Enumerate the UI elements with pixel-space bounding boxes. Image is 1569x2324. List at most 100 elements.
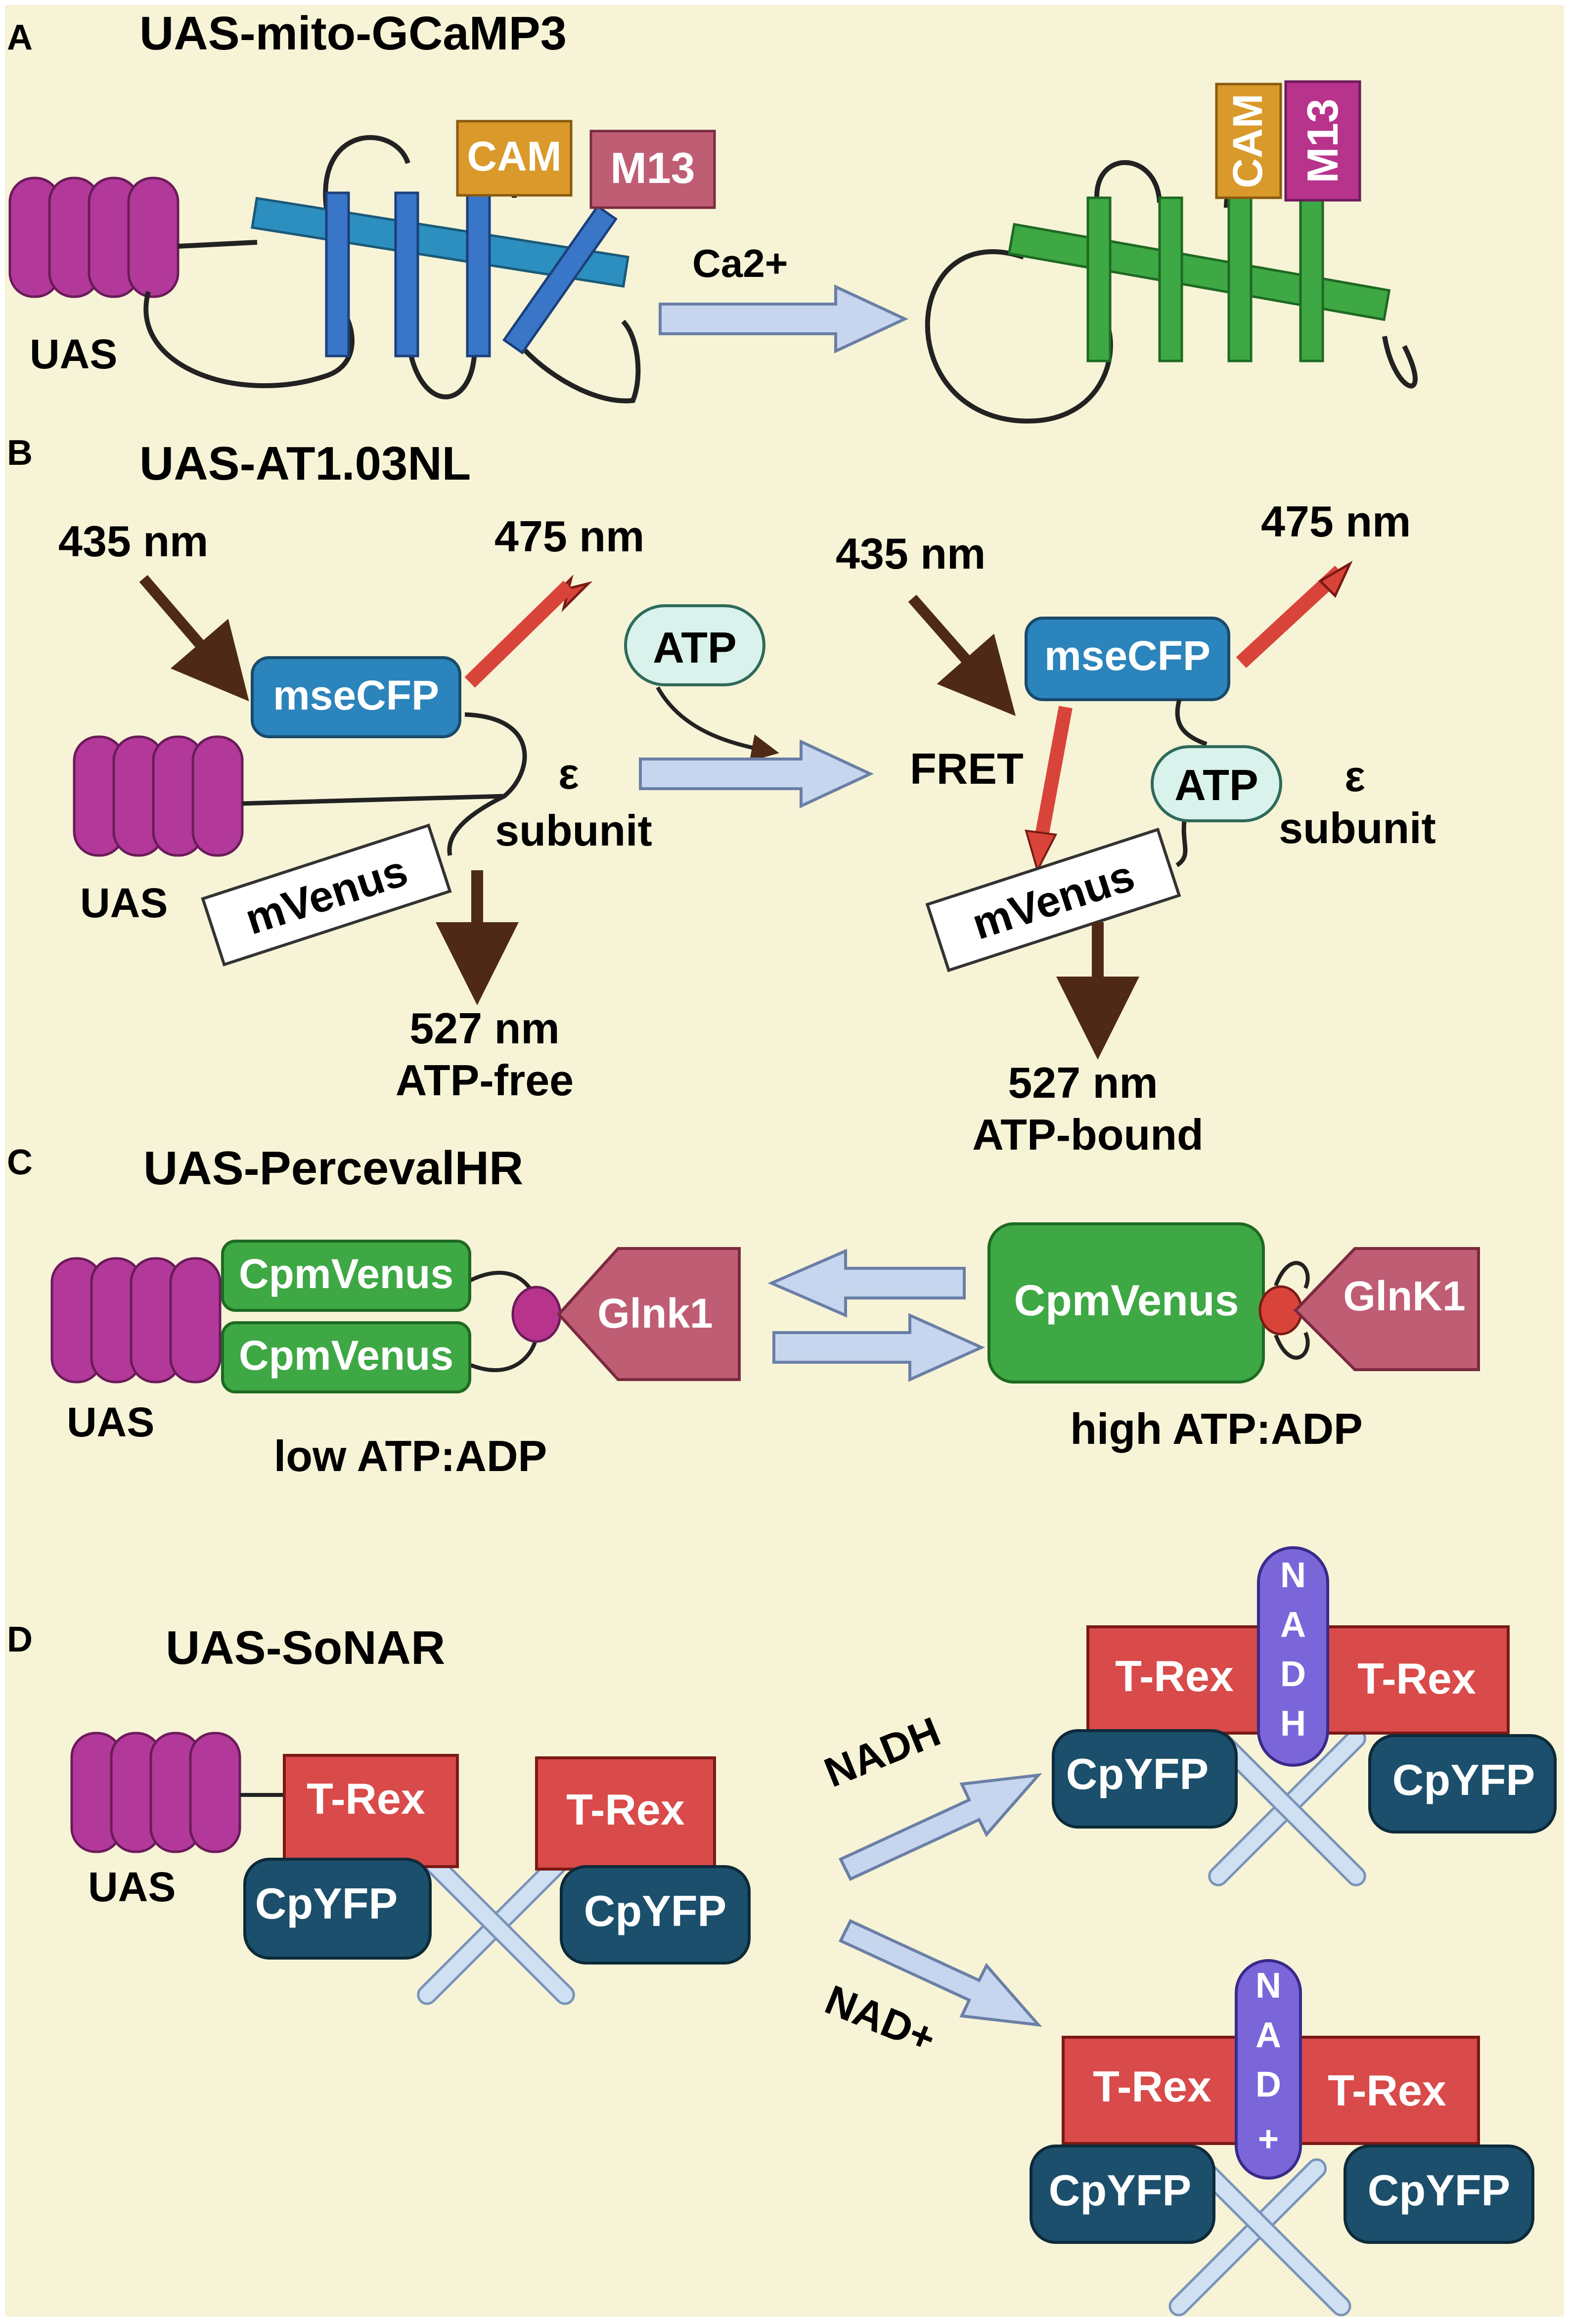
msecfp-label: mseCFP bbox=[273, 672, 439, 718]
m13-label-bound: M13 bbox=[1298, 98, 1347, 183]
helix-bound-4 bbox=[1299, 196, 1324, 362]
glnk1-right-label: GlnK1 bbox=[1343, 1273, 1465, 1319]
panel-d-letter: D bbox=[7, 1620, 33, 1659]
trex-left-2 bbox=[535, 1756, 716, 1871]
trex-nad-1-label: T-Rex bbox=[1093, 2062, 1211, 2111]
linker-b bbox=[242, 712, 527, 856]
helix-bound-1 bbox=[1086, 196, 1112, 362]
linker-bead-left bbox=[511, 1286, 562, 1343]
cpyfp-left-2 bbox=[560, 1865, 751, 1965]
cam-box-bound bbox=[1215, 83, 1282, 199]
nadh-letter-2: A bbox=[1280, 1605, 1306, 1645]
linker-b-right bbox=[1175, 699, 1208, 867]
cross-left bbox=[417, 1847, 575, 2005]
panel-a: A UAS-mito-GCaMP3 UAS CAM M13 bbox=[7, 7, 1418, 424]
panel-c-title: UAS-PercevalHR bbox=[143, 1142, 523, 1195]
cpyfp-nadh-2-label: CpYFP bbox=[1392, 1755, 1535, 1804]
cpmvenus-2 bbox=[221, 1321, 471, 1393]
low-atp-label: low ATP:ADP bbox=[274, 1431, 547, 1480]
trex-nadh-1-label: T-Rex bbox=[1115, 1652, 1234, 1700]
out-right-label-1: 527 nm bbox=[1008, 1058, 1158, 1107]
panel-d-title: UAS-SoNAR bbox=[166, 1621, 445, 1674]
m13-box-bound bbox=[1284, 80, 1361, 202]
msecfp-label-right: mseCFP bbox=[1044, 632, 1210, 679]
atp-bubble bbox=[624, 604, 765, 686]
cpyfp-left-1-label: CpYFP bbox=[255, 1879, 398, 1928]
atp-curve-arrow bbox=[656, 686, 779, 762]
glnk1-pentagon-left bbox=[556, 1247, 741, 1381]
trex-left-1-label: T-Rex bbox=[307, 1774, 425, 1823]
cam-box bbox=[456, 120, 573, 197]
nad-letter-4: + bbox=[1258, 2119, 1279, 2159]
subunit-left: subunit bbox=[495, 806, 652, 855]
excitation-arrow-left bbox=[139, 575, 249, 702]
atp-bubble-label: ATP bbox=[653, 623, 736, 672]
ca-arrow bbox=[659, 284, 909, 354]
trex-left-1 bbox=[283, 1754, 459, 1868]
panel-b-title: UAS-AT1.03NL bbox=[139, 437, 471, 490]
subunit-right: subunit bbox=[1279, 804, 1436, 852]
cpmvenus-2-label: CpmVenus bbox=[239, 1332, 453, 1379]
uas-block-d bbox=[70, 1732, 241, 1853]
cpyfp-nad-1 bbox=[1030, 2145, 1215, 2244]
trex-nadh-1 bbox=[1086, 1625, 1277, 1735]
uas-block-b bbox=[73, 735, 244, 857]
nad-capsule bbox=[1235, 1959, 1302, 2180]
panel-b: B UAS-AT1.03NL UAS 435 nm 475 nm mseCFP … bbox=[7, 433, 1436, 1159]
msecfp-box-right bbox=[1025, 617, 1230, 701]
atp-bound-bubble bbox=[1151, 745, 1282, 822]
helix-2 bbox=[394, 191, 419, 358]
cpmvenus-1 bbox=[221, 1240, 471, 1312]
em-right-label: 475 nm bbox=[1261, 497, 1411, 546]
nad-letter-3: D bbox=[1255, 2065, 1281, 2104]
cpyfp-left-2-label: CpYFP bbox=[584, 1886, 726, 1935]
cam-label: CAM bbox=[467, 133, 561, 179]
cpyfp-nadh-2 bbox=[1368, 1734, 1557, 1833]
equilibrium-arrow-left bbox=[767, 1249, 966, 1318]
m13-label: M13 bbox=[610, 143, 695, 192]
cpyfp-nadh-1 bbox=[1052, 1729, 1238, 1829]
ca-arrow-label: Ca2+ bbox=[692, 241, 788, 285]
cpyfp-nadh-1-label: CpYFP bbox=[1066, 1749, 1209, 1798]
nadh-letter-4: H bbox=[1280, 1704, 1306, 1743]
high-atp-label: high ATP:ADP bbox=[1070, 1404, 1362, 1453]
panel-a-title: UAS-mito-GCaMP3 bbox=[139, 7, 567, 60]
uas-label-b: UAS bbox=[80, 880, 168, 926]
trex-nadh-2 bbox=[1304, 1625, 1510, 1735]
out-right-label-2: ATP-bound bbox=[972, 1110, 1204, 1159]
trex-left-2-label: T-Rex bbox=[566, 1785, 685, 1834]
trex-nad-2 bbox=[1292, 2036, 1480, 2145]
cpyfp-nad-1-label: CpYFP bbox=[1049, 2166, 1191, 2215]
helix-bound-2 bbox=[1158, 196, 1183, 362]
ex-left-label: 435 nm bbox=[58, 517, 208, 566]
epsilon-right: ε bbox=[1345, 752, 1365, 801]
linker-c-right bbox=[1274, 1261, 1310, 1360]
trex-nadh-2-label: T-Rex bbox=[1357, 1654, 1476, 1703]
fret-big-arrow bbox=[639, 739, 874, 808]
panel-c-letter: C bbox=[7, 1143, 33, 1182]
uas-block-c bbox=[50, 1257, 222, 1384]
panel-a-letter: A bbox=[7, 18, 33, 57]
cpyfp-nad-2 bbox=[1344, 2145, 1534, 2244]
cpyfp-left-1 bbox=[243, 1858, 432, 1960]
excitation-arrow-right bbox=[908, 594, 1016, 716]
emission-arrow-right bbox=[1236, 565, 1345, 669]
cam-label-bound: CAM bbox=[1224, 93, 1271, 188]
atp-bound-label: ATP bbox=[1174, 760, 1258, 809]
out-left-label-2: ATP-free bbox=[396, 1056, 574, 1105]
mvenus-box bbox=[201, 823, 452, 967]
uas-block bbox=[8, 177, 179, 298]
cpmvenus-1-label: CpmVenus bbox=[239, 1251, 453, 1297]
fret-transfer-arrow bbox=[1034, 706, 1073, 842]
helix-4 bbox=[502, 204, 618, 355]
fret-label: FRET bbox=[910, 744, 1024, 793]
panel-b-letter: B bbox=[7, 433, 33, 473]
equilibrium-arrow-right bbox=[772, 1313, 986, 1382]
m13-box bbox=[589, 130, 716, 209]
glnk1-pentagon-right bbox=[1293, 1247, 1480, 1371]
helix-1 bbox=[325, 191, 350, 358]
ex-right-label: 435 nm bbox=[836, 529, 986, 578]
uas-label-c: UAS bbox=[67, 1399, 154, 1445]
